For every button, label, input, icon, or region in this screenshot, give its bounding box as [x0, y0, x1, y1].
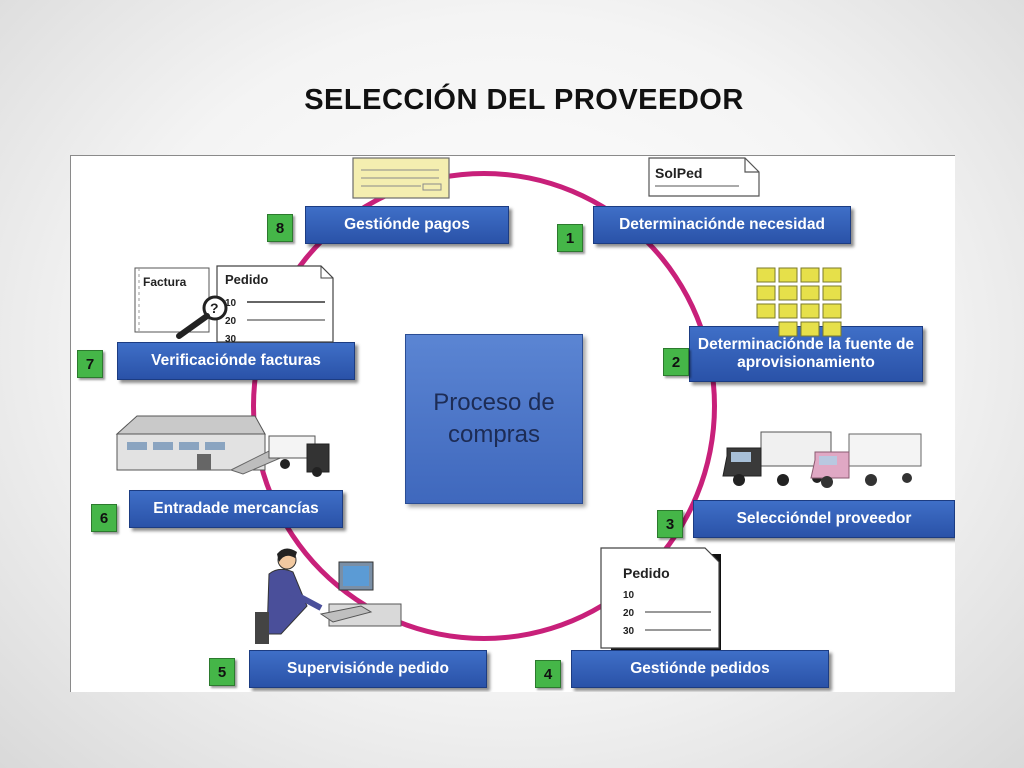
center-line-1: Proceso de — [433, 389, 555, 416]
step-1-box: Determinaciónde necesidad — [593, 206, 851, 244]
trucks-icon — [722, 431, 922, 488]
step-3-label: Seleccióndel proveedor — [736, 510, 912, 527]
step-4-label: Gestiónde pedidos — [630, 660, 770, 677]
step-8-box: Gestiónde pagos — [305, 206, 509, 244]
procurement-cycle-diagram: Proceso de compras Gestiónde pagos 8 Det… — [70, 155, 955, 692]
order-line-30: 30 — [623, 626, 635, 637]
step-6-number: 6 — [91, 504, 117, 532]
step-8-number: 8 — [267, 214, 293, 242]
requisition-document-icon: SolPed — [648, 157, 760, 197]
order-line-20: 20 — [623, 608, 635, 619]
step-2-label: Determinaciónde la fuente de aprovisiona… — [697, 336, 915, 371]
step-8-label: Gestiónde pagos — [344, 216, 470, 233]
step-2-number: 2 — [663, 348, 689, 376]
step-6-label: Entradade mercancías — [153, 500, 319, 517]
step-5-box: Supervisiónde pedido — [249, 650, 487, 688]
step-7-number: 7 — [77, 350, 103, 378]
step-4-box: Gestiónde pedidos — [571, 650, 829, 688]
center-line-2: compras — [447, 421, 541, 448]
center-box: Proceso de compras — [405, 334, 583, 504]
step-5-label: Supervisiónde pedido — [287, 660, 449, 677]
step-5-number: 5 — [209, 658, 235, 686]
step-1-label: Determinaciónde necesidad — [619, 216, 825, 233]
step-3-number: 3 — [657, 510, 683, 538]
invoice-factura-label: Factura — [143, 275, 187, 289]
invoice-pedido-label: Pedido — [225, 272, 268, 287]
cycle-ring — [251, 171, 717, 641]
invoice-line-20: 20 — [225, 316, 237, 327]
step-3-box: Seleccióndel proveedor — [693, 500, 955, 538]
step-7-box: Verificaciónde facturas — [117, 342, 355, 380]
step-7-label: Verificaciónde facturas — [151, 352, 321, 369]
slide-title: SELECCIÓN DEL PROVEEDOR — [304, 84, 744, 116]
svg-text:?: ? — [210, 300, 219, 316]
step-4-number: 4 — [535, 660, 561, 688]
step-2-box: Determinaciónde la fuente de aprovisiona… — [689, 326, 923, 382]
step-6-box: Entradade mercancías — [129, 490, 343, 528]
step-1-number: 1 — [557, 224, 583, 252]
solped-label: SolPed — [655, 165, 702, 181]
invoice-line-10: 10 — [225, 298, 237, 309]
